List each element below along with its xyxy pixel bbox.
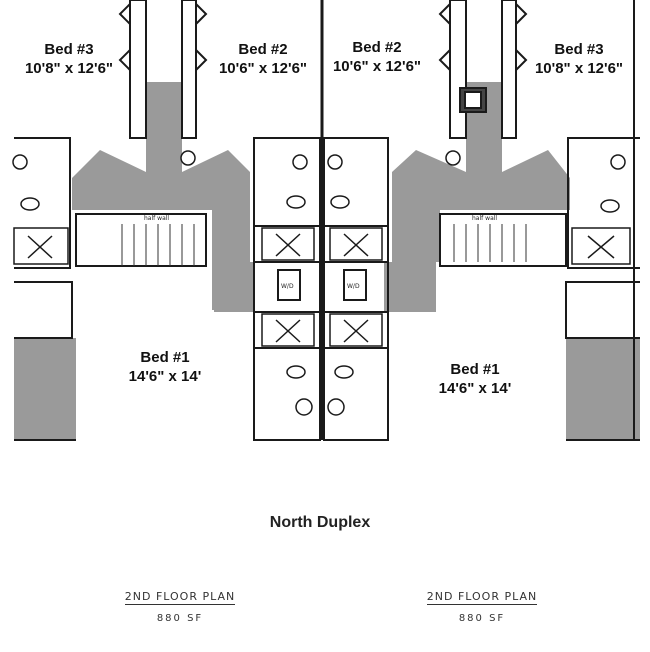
closet-doors — [118, 3, 528, 71]
stair-treads — [121, 224, 527, 266]
left-bed2-name: Bed #2 — [238, 41, 288, 58]
right-bed1-size: 14'6" x 14' — [438, 380, 512, 397]
left-bed2-size: 10'6" x 12'6" — [218, 60, 308, 77]
left-hallway — [72, 82, 254, 312]
tubs — [13, 227, 631, 347]
laundry-label-right: W/D — [347, 283, 360, 290]
right-bed1-label: Bed #1 14'6" x 14' — [420, 360, 530, 398]
left-bed2-label: Bed #2 10'6" x 12'6" — [208, 40, 318, 78]
right-bed3-size: 10'8" x 12'6" — [534, 60, 624, 77]
right-bed2-size: 10'6" x 12'6" — [332, 58, 422, 75]
right-plan-area: 880 SF — [458, 613, 506, 624]
left-bed1-size: 14'6" x 14' — [128, 368, 202, 385]
laundry-units — [277, 87, 487, 301]
right-hallway — [384, 82, 570, 312]
left-bed3-label: Bed #3 10'8" x 12'6" — [14, 40, 124, 78]
right-bed2-name: Bed #2 — [352, 39, 402, 56]
left-plan-title: 2ND FLOOR PLAN — [124, 590, 236, 605]
left-plan-area: 880 SF — [156, 613, 204, 624]
floor-plan-drawing: half wall half wall W/D W/D — [12, 0, 640, 441]
closet-blocks — [14, 338, 640, 440]
fixtures — [12, 150, 626, 416]
half-wall-label-right: half wall — [472, 215, 497, 222]
right-plan-title: 2ND FLOOR PLAN — [426, 590, 538, 605]
duplex-caption: North Duplex — [269, 514, 371, 531]
right-bed3-name: Bed #3 — [554, 41, 604, 58]
left-bed3-name: Bed #3 — [44, 41, 94, 58]
right-bed3-label: Bed #3 10'8" x 12'6" — [524, 40, 634, 78]
left-bed1-name: Bed #1 — [140, 349, 190, 366]
right-bed2-label: Bed #2 10'6" x 12'6" — [322, 38, 432, 76]
right-plan-title-block: 2ND FLOOR PLAN 880 SF — [402, 590, 562, 624]
plan-annotations: half wall half wall W/D W/D — [144, 215, 497, 290]
half-wall-label-left: half wall — [144, 215, 169, 222]
laundry-label-left: W/D — [281, 283, 294, 290]
left-bed1-label: Bed #1 14'6" x 14' — [110, 348, 220, 386]
right-bed1-name: Bed #1 — [450, 361, 500, 378]
left-bed3-size: 10'8" x 12'6" — [24, 60, 114, 77]
left-plan-title-block: 2ND FLOOR PLAN 880 SF — [100, 590, 260, 624]
